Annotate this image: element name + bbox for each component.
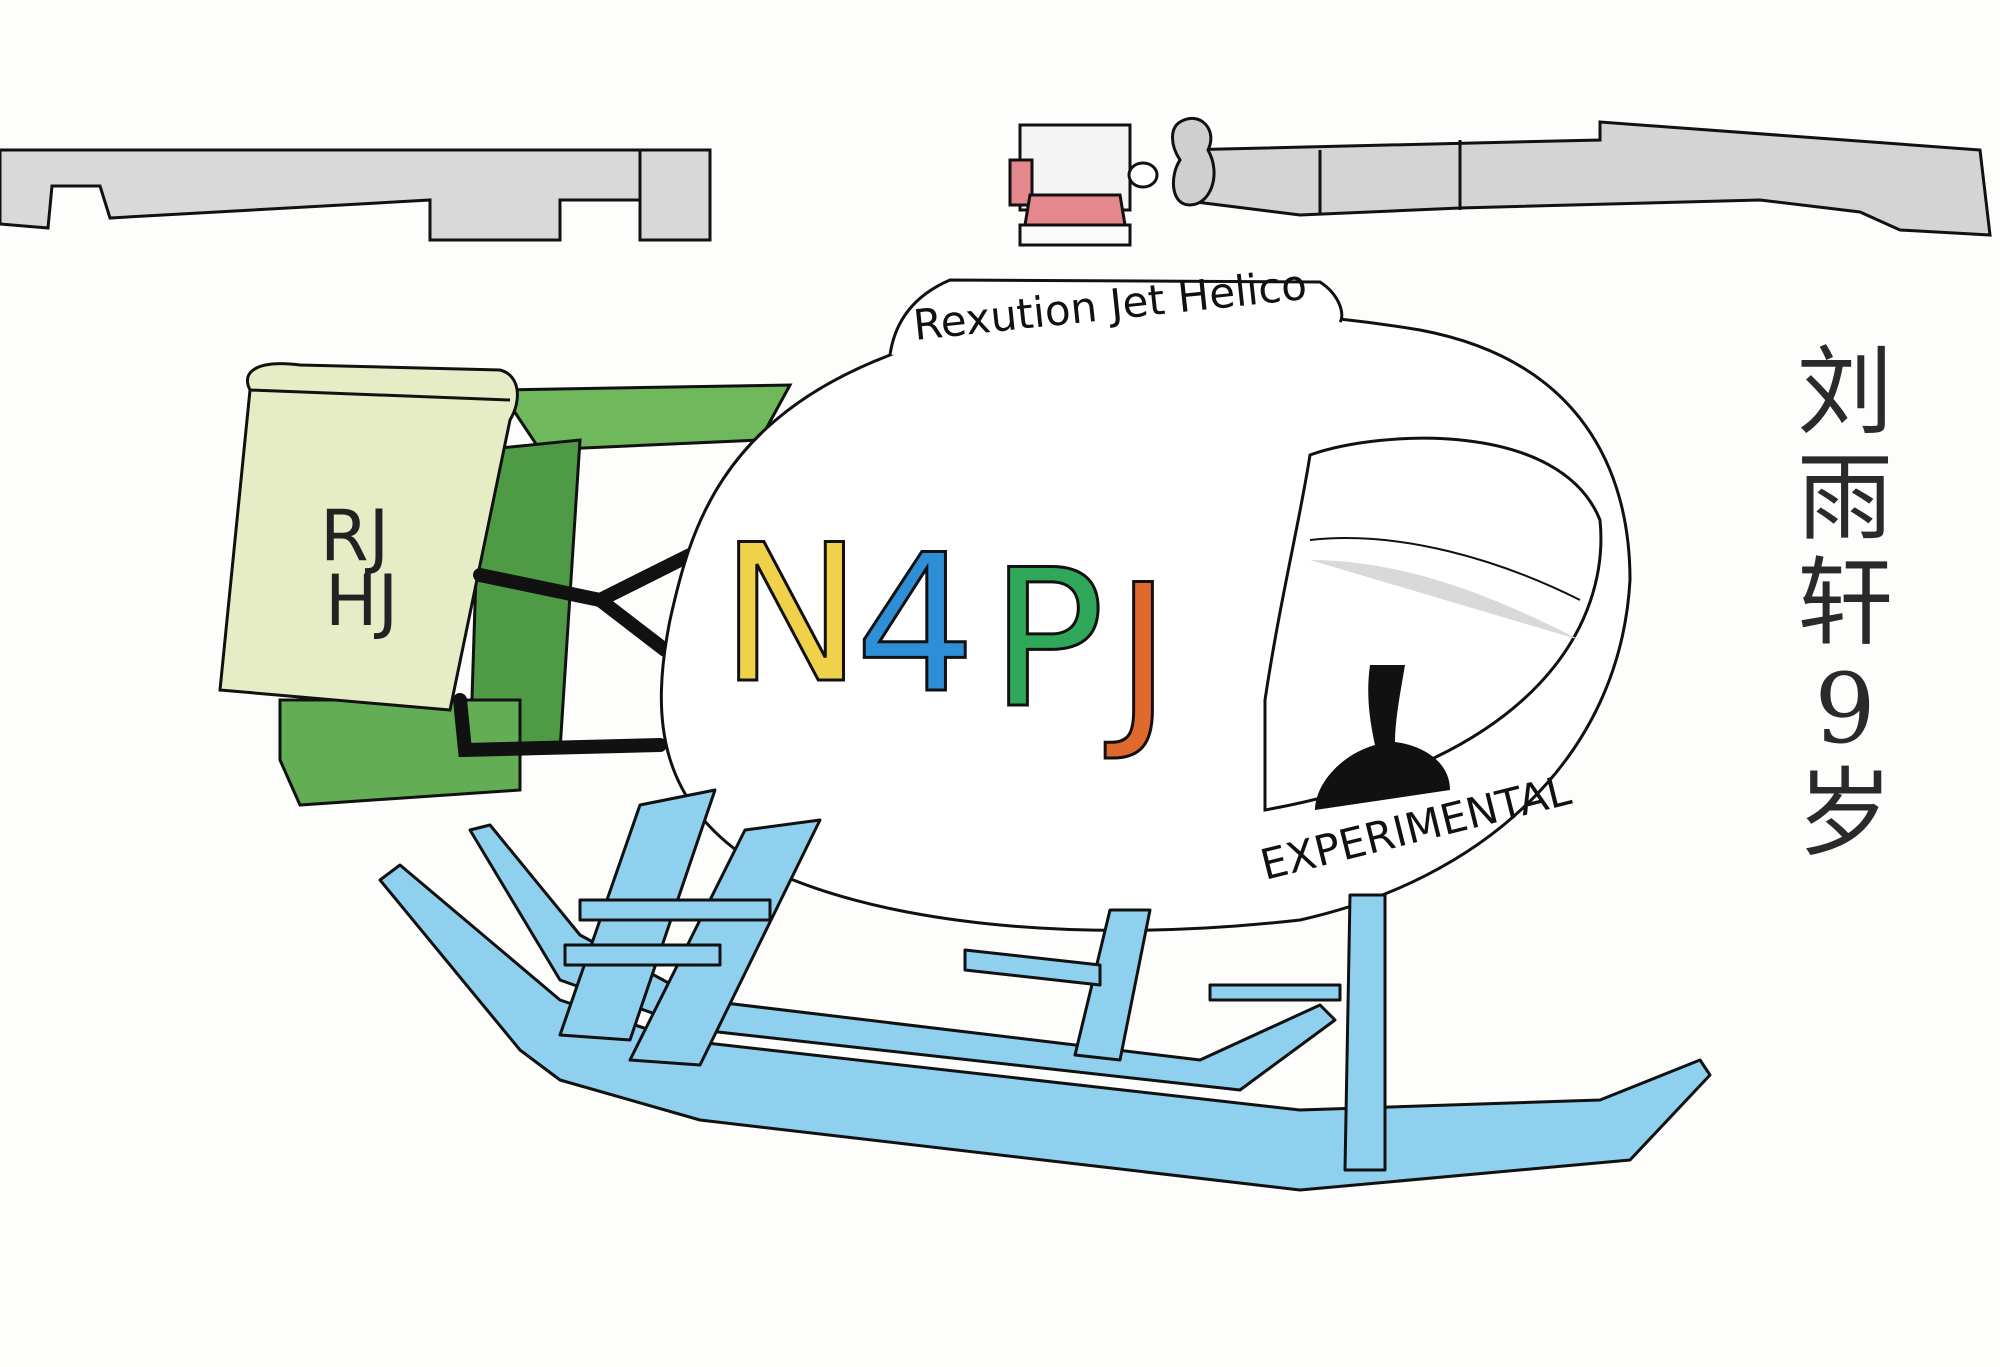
signature-char: 岁: [1797, 758, 1893, 871]
tail-fin: [218, 362, 519, 712]
registration: N 4 P J: [719, 503, 1173, 767]
rotor-hub: [1008, 116, 1216, 247]
tail-boom: [278, 383, 793, 807]
pilot-silhouette: [1315, 665, 1450, 810]
signature-char: 9: [1814, 652, 1876, 765]
signature-char: 刘: [1797, 336, 1893, 448]
signature-char: 雨: [1797, 441, 1893, 554]
landing-skids: [378, 788, 1712, 1192]
signature-char: 轩: [1797, 547, 1893, 660]
registration-letter-3: P: [990, 529, 1105, 750]
registration-letter-2: 4: [855, 514, 976, 735]
registration-letter-1: N: [720, 504, 862, 725]
registration-letter-4: J: [1105, 544, 1171, 765]
tail-logo-top: RJ: [320, 495, 389, 577]
tail-linkage: [453, 548, 697, 758]
main-rotor: [0, 120, 1992, 242]
artist-signature: 刘 雨 轩 9 岁: [1790, 336, 1900, 871]
tail-logo-bottom: HJ: [325, 560, 398, 642]
